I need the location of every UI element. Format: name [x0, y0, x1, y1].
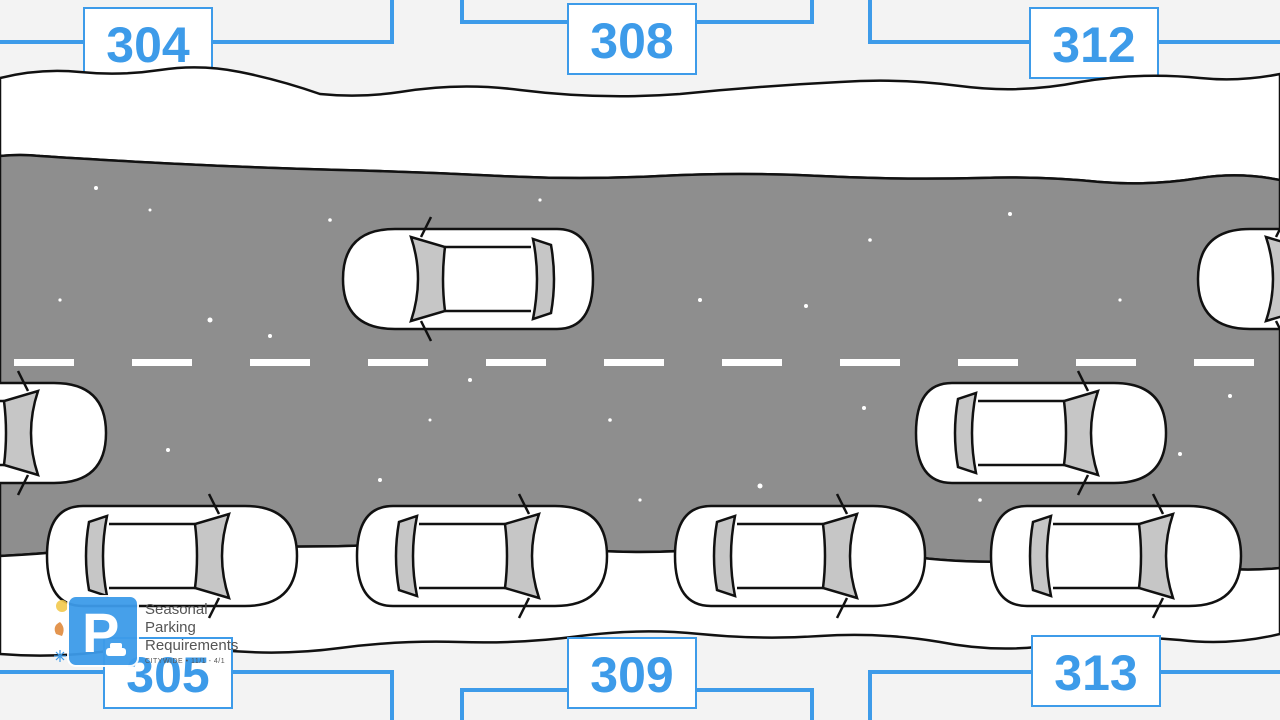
- parking-p-icon: P: [67, 595, 139, 667]
- svg-text:305: 305: [126, 647, 209, 703]
- svg-text:309: 309: [590, 647, 673, 703]
- house-number-308: 308: [567, 3, 697, 75]
- leaf-icon: [54, 622, 64, 636]
- snowflake-icon: [54, 650, 66, 662]
- house-number-313: 313: [1031, 635, 1161, 707]
- seasonal-parking-logo: P Seasonal Parking Requirements CITYWIDE…: [54, 595, 238, 667]
- svg-text:313: 313: [1054, 645, 1137, 701]
- svg-text:308: 308: [590, 13, 673, 69]
- logo-line-3: Requirements: [145, 637, 238, 654]
- house-number-312: 312: [1029, 7, 1159, 79]
- snow-flecks: [58, 186, 1232, 551]
- logo-line-2: Parking: [145, 619, 196, 636]
- car-icon: [989, 492, 1243, 620]
- lane-divider: [14, 359, 1254, 366]
- logo-subtitle: CITYWIDE • 11/1 - 4/1: [145, 658, 225, 665]
- car-icon: [914, 369, 1168, 497]
- svg-text:304: 304: [106, 17, 190, 73]
- sun-icon: [56, 600, 68, 612]
- svg-text:312: 312: [1052, 17, 1135, 73]
- logo-line-1: Seasonal: [145, 601, 208, 618]
- car-icon: [673, 492, 927, 620]
- car-icon: [355, 492, 609, 620]
- house-number-309: 309: [567, 637, 697, 709]
- car-icon: [106, 643, 126, 656]
- car-icon: [341, 215, 595, 343]
